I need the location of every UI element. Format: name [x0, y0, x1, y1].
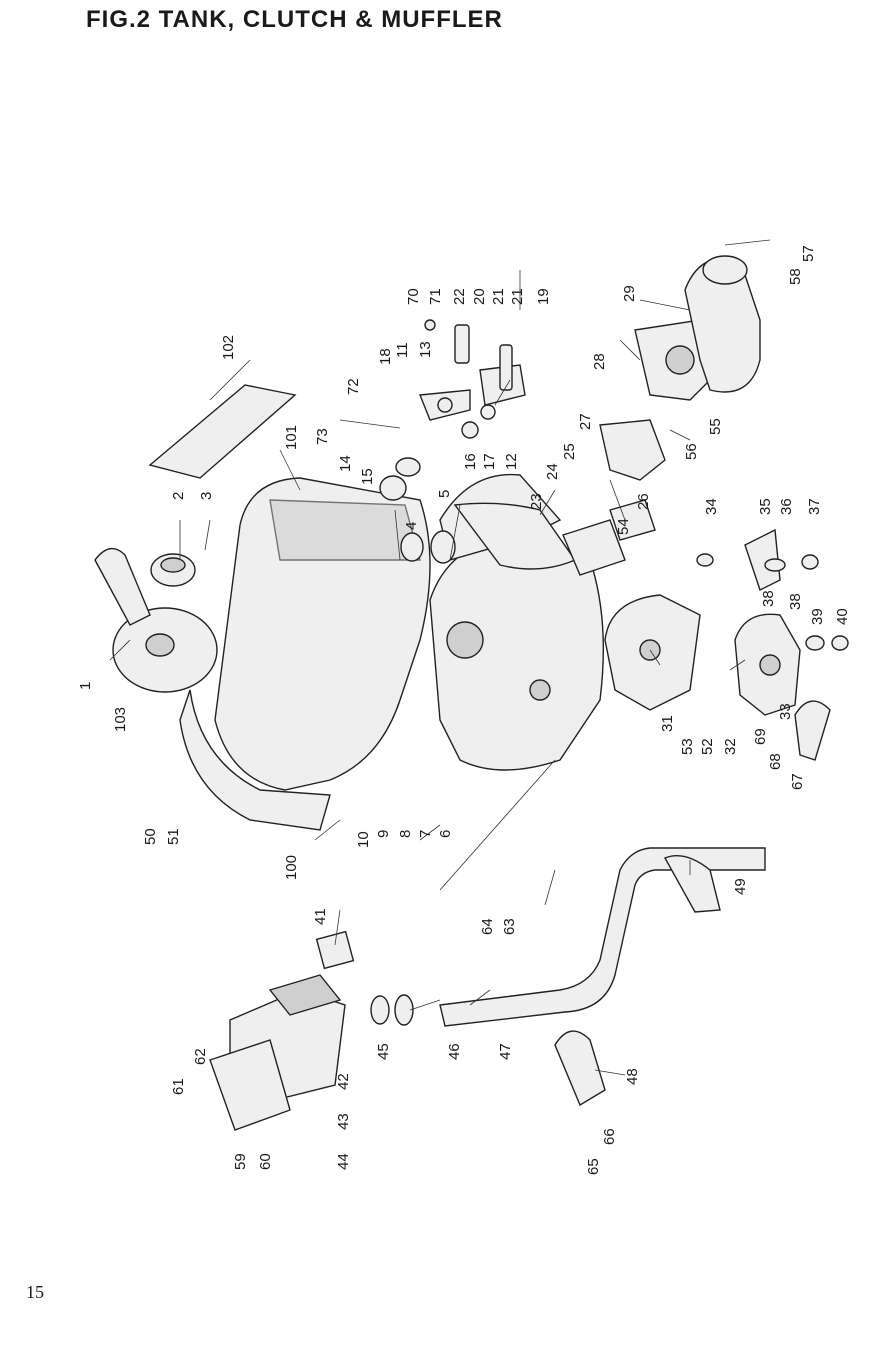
screw	[340, 420, 400, 428]
callout-label: 17	[481, 453, 498, 470]
callout-label: 46	[446, 1043, 463, 1060]
callout-label: 47	[497, 1043, 514, 1060]
seal-collar	[431, 531, 455, 563]
callout-label: 73	[314, 428, 331, 445]
callout-label: 22	[451, 288, 468, 305]
callout-label: 36	[778, 498, 795, 515]
callout-label: 45	[375, 1043, 392, 1060]
muffler-gasket	[371, 996, 389, 1024]
callout-label: 12	[503, 453, 520, 470]
callout-label: 61	[170, 1078, 187, 1095]
callout-label: 3	[198, 492, 215, 500]
callout-label: 23	[528, 493, 545, 510]
callout-label: 70	[405, 288, 422, 305]
callout-label: 68	[767, 753, 784, 770]
callout-label: 4	[403, 522, 420, 530]
callout-label: 54	[615, 518, 632, 535]
callout-label: 24	[544, 463, 561, 480]
callout-label: 9	[375, 830, 392, 838]
callout-label: 60	[257, 1153, 274, 1170]
tank-cap	[151, 554, 195, 586]
callout-label: 18	[377, 348, 394, 365]
callout-label: 52	[699, 738, 716, 755]
callout-label: 6	[437, 830, 454, 838]
callout-label: 69	[752, 728, 769, 745]
clutch-housing	[605, 595, 700, 710]
callout-label: 66	[601, 1128, 618, 1145]
throttle-lever-assembly	[420, 320, 525, 438]
callout-label: 2	[170, 492, 187, 500]
intake-cap	[380, 476, 406, 500]
callout-label: 50	[142, 828, 159, 845]
callout-label: 44	[335, 1153, 352, 1170]
callout-label: 32	[722, 738, 739, 755]
callout-label: 10	[355, 831, 372, 848]
callout-label: 14	[337, 455, 354, 472]
callout-label: 16	[462, 453, 479, 470]
callout-label: 39	[809, 608, 826, 625]
callout-label: 25	[561, 443, 578, 460]
callout-label: 41	[312, 908, 329, 925]
callout-label: 100	[283, 855, 300, 880]
callout-label: 11	[394, 342, 411, 358]
page-number: 15	[26, 1282, 44, 1303]
callout-label: 8	[397, 830, 414, 838]
callout-label: 55	[707, 418, 724, 435]
tube-clamp-lower	[555, 1031, 605, 1105]
fuel-tank	[180, 478, 430, 830]
callout-label: 13	[417, 341, 434, 358]
callout-label: 33	[777, 703, 794, 720]
callout-label: 28	[591, 353, 608, 370]
callout-label: 37	[806, 498, 823, 515]
callout-label: 21	[490, 288, 507, 305]
callout-label: 63	[501, 918, 518, 935]
callout-label: 15	[359, 468, 376, 485]
callout-label: 67	[789, 773, 806, 790]
callout-label: 34	[703, 498, 720, 515]
callout-label: 7	[417, 830, 434, 838]
callout-label: 40	[834, 608, 851, 625]
callout-label: 43	[335, 1113, 352, 1130]
muffler-assembly	[210, 932, 353, 1130]
callout-label: 31	[659, 715, 676, 732]
callout-label: 56	[683, 443, 700, 460]
callout-label: 1	[77, 682, 94, 690]
callout-label: 38	[760, 590, 777, 607]
clutch-spring-clip	[795, 701, 830, 760]
callout-label: 53	[679, 738, 696, 755]
callout-label: 35	[757, 498, 774, 515]
callout-label: 48	[624, 1068, 641, 1085]
callout-label: 58	[787, 268, 804, 285]
drive-shaft-tube	[440, 848, 765, 1026]
air-cleaner-bolt	[725, 240, 770, 245]
callout-label: 51	[165, 828, 182, 845]
callout-label: 21	[509, 288, 526, 305]
callout-label: 59	[232, 1153, 249, 1170]
callout-label: 5	[436, 490, 453, 498]
callout-label: 49	[732, 878, 749, 895]
callout-label: 72	[345, 378, 362, 395]
gasket-sheet	[150, 385, 295, 478]
callout-label: 57	[800, 245, 817, 262]
callout-label: 71	[427, 288, 444, 305]
callout-label: 62	[192, 1048, 209, 1065]
callout-label: 64	[479, 918, 496, 935]
callout-label: 65	[585, 1158, 602, 1175]
callout-label: 103	[112, 707, 129, 732]
callout-label: 38	[787, 593, 804, 610]
callout-label: 102	[220, 335, 237, 360]
callout-label: 20	[471, 288, 488, 305]
callout-label: 26	[635, 493, 652, 510]
callout-label: 42	[335, 1073, 352, 1090]
callout-label: 19	[535, 288, 552, 305]
callout-label: 101	[283, 425, 300, 450]
insulator-gaskets	[563, 500, 655, 575]
oil-seal	[401, 533, 423, 561]
callout-label: 29	[621, 285, 638, 302]
intake-nipple	[396, 458, 420, 476]
callout-label: 27	[577, 413, 594, 430]
